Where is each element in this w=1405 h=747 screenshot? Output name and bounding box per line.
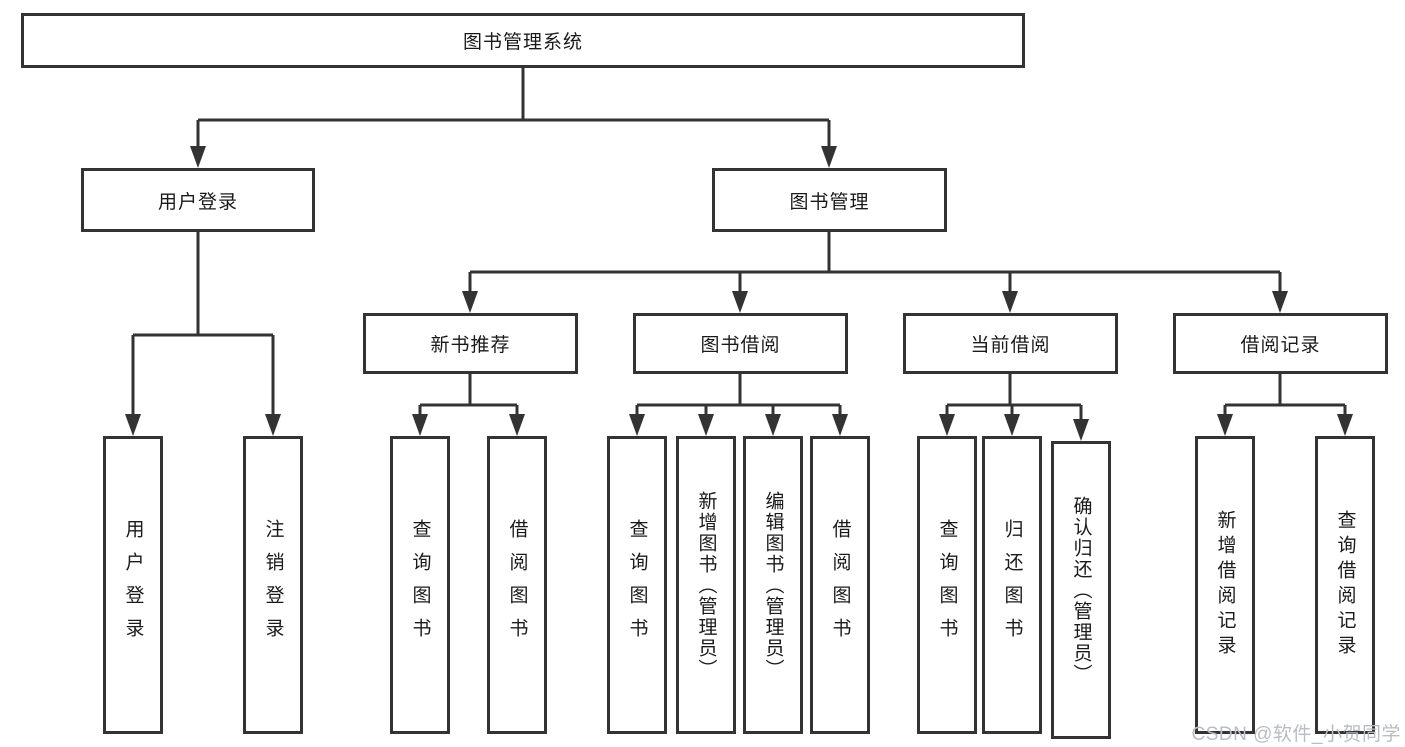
leaf-query-books-current: 查询图书 <box>917 436 977 734</box>
leaf-add-books-admin: 新增图书（管理员） <box>676 436 736 734</box>
leaf-query-borrow-record: 查询借阅记录 <box>1315 436 1375 734</box>
leaf-user-login: 用户登录 <box>103 436 163 734</box>
leaf-query-books-borrowing: 查询图书 <box>607 436 667 734</box>
leaf-query-books-recommend: 查询图书 <box>390 436 450 734</box>
leaf-add-books-admin-label: 新增图书（管理员） <box>695 490 717 680</box>
node-library-system: 图书管理系统 <box>21 13 1025 68</box>
leaf-query-borrow-record-label: 查询借阅记录 <box>1334 510 1356 660</box>
node-new-book-recommendation: 新书推荐 <box>363 313 578 374</box>
leaf-add-borrow-record: 新增借阅记录 <box>1195 436 1255 734</box>
node-book-management-label: 图书管理 <box>789 191 870 213</box>
node-book-management: 图书管理 <box>712 168 947 232</box>
leaf-borrow-books-recommend: 借阅图书 <box>487 436 547 734</box>
leaf-logout: 注销登录 <box>243 436 303 734</box>
leaf-query-books-borrowing-label: 查询图书 <box>626 519 648 651</box>
leaf-confirm-return-admin-label: 确认归还（管理员） <box>1070 495 1092 685</box>
node-new-book-recommendation-label: 新书推荐 <box>430 335 511 356</box>
leaf-add-borrow-record-label: 新增借阅记录 <box>1214 510 1236 660</box>
leaf-edit-books-admin: 编辑图书（管理员） <box>743 436 803 734</box>
leaf-borrow-books-borrowing-label: 借阅图书 <box>829 519 851 651</box>
leaf-borrow-books-recommend-label: 借阅图书 <box>506 519 528 651</box>
arrowheads <box>125 146 1353 441</box>
node-book-borrowing-label: 图书借阅 <box>700 335 781 356</box>
leaf-user-login-label: 用户登录 <box>122 519 144 651</box>
leaf-logout-label: 注销登录 <box>262 519 284 651</box>
node-user-login: 用户登录 <box>81 168 315 232</box>
node-user-login-label: 用户登录 <box>157 191 238 213</box>
node-current-borrowing-label: 当前借阅 <box>970 335 1051 356</box>
leaf-query-books-recommend-label: 查询图书 <box>409 519 431 651</box>
csdn-watermark: CSDN @软件_小贺同学 <box>1191 724 1401 745</box>
leaf-edit-books-admin-label: 编辑图书（管理员） <box>762 490 784 680</box>
node-library-system-label: 图书管理系统 <box>462 32 583 53</box>
node-borrowing-records-label: 借阅记录 <box>1240 335 1321 356</box>
node-current-borrowing: 当前借阅 <box>903 313 1118 374</box>
leaf-return-books-label: 归还图书 <box>1001 519 1023 651</box>
leaf-query-books-current-label: 查询图书 <box>936 519 958 651</box>
node-book-borrowing: 图书借阅 <box>633 313 848 374</box>
leaf-confirm-return-admin: 确认归还（管理员） <box>1051 441 1111 739</box>
leaf-borrow-books-borrowing: 借阅图书 <box>810 436 870 734</box>
leaf-return-books: 归还图书 <box>982 436 1042 734</box>
node-borrowing-records: 借阅记录 <box>1173 313 1388 374</box>
